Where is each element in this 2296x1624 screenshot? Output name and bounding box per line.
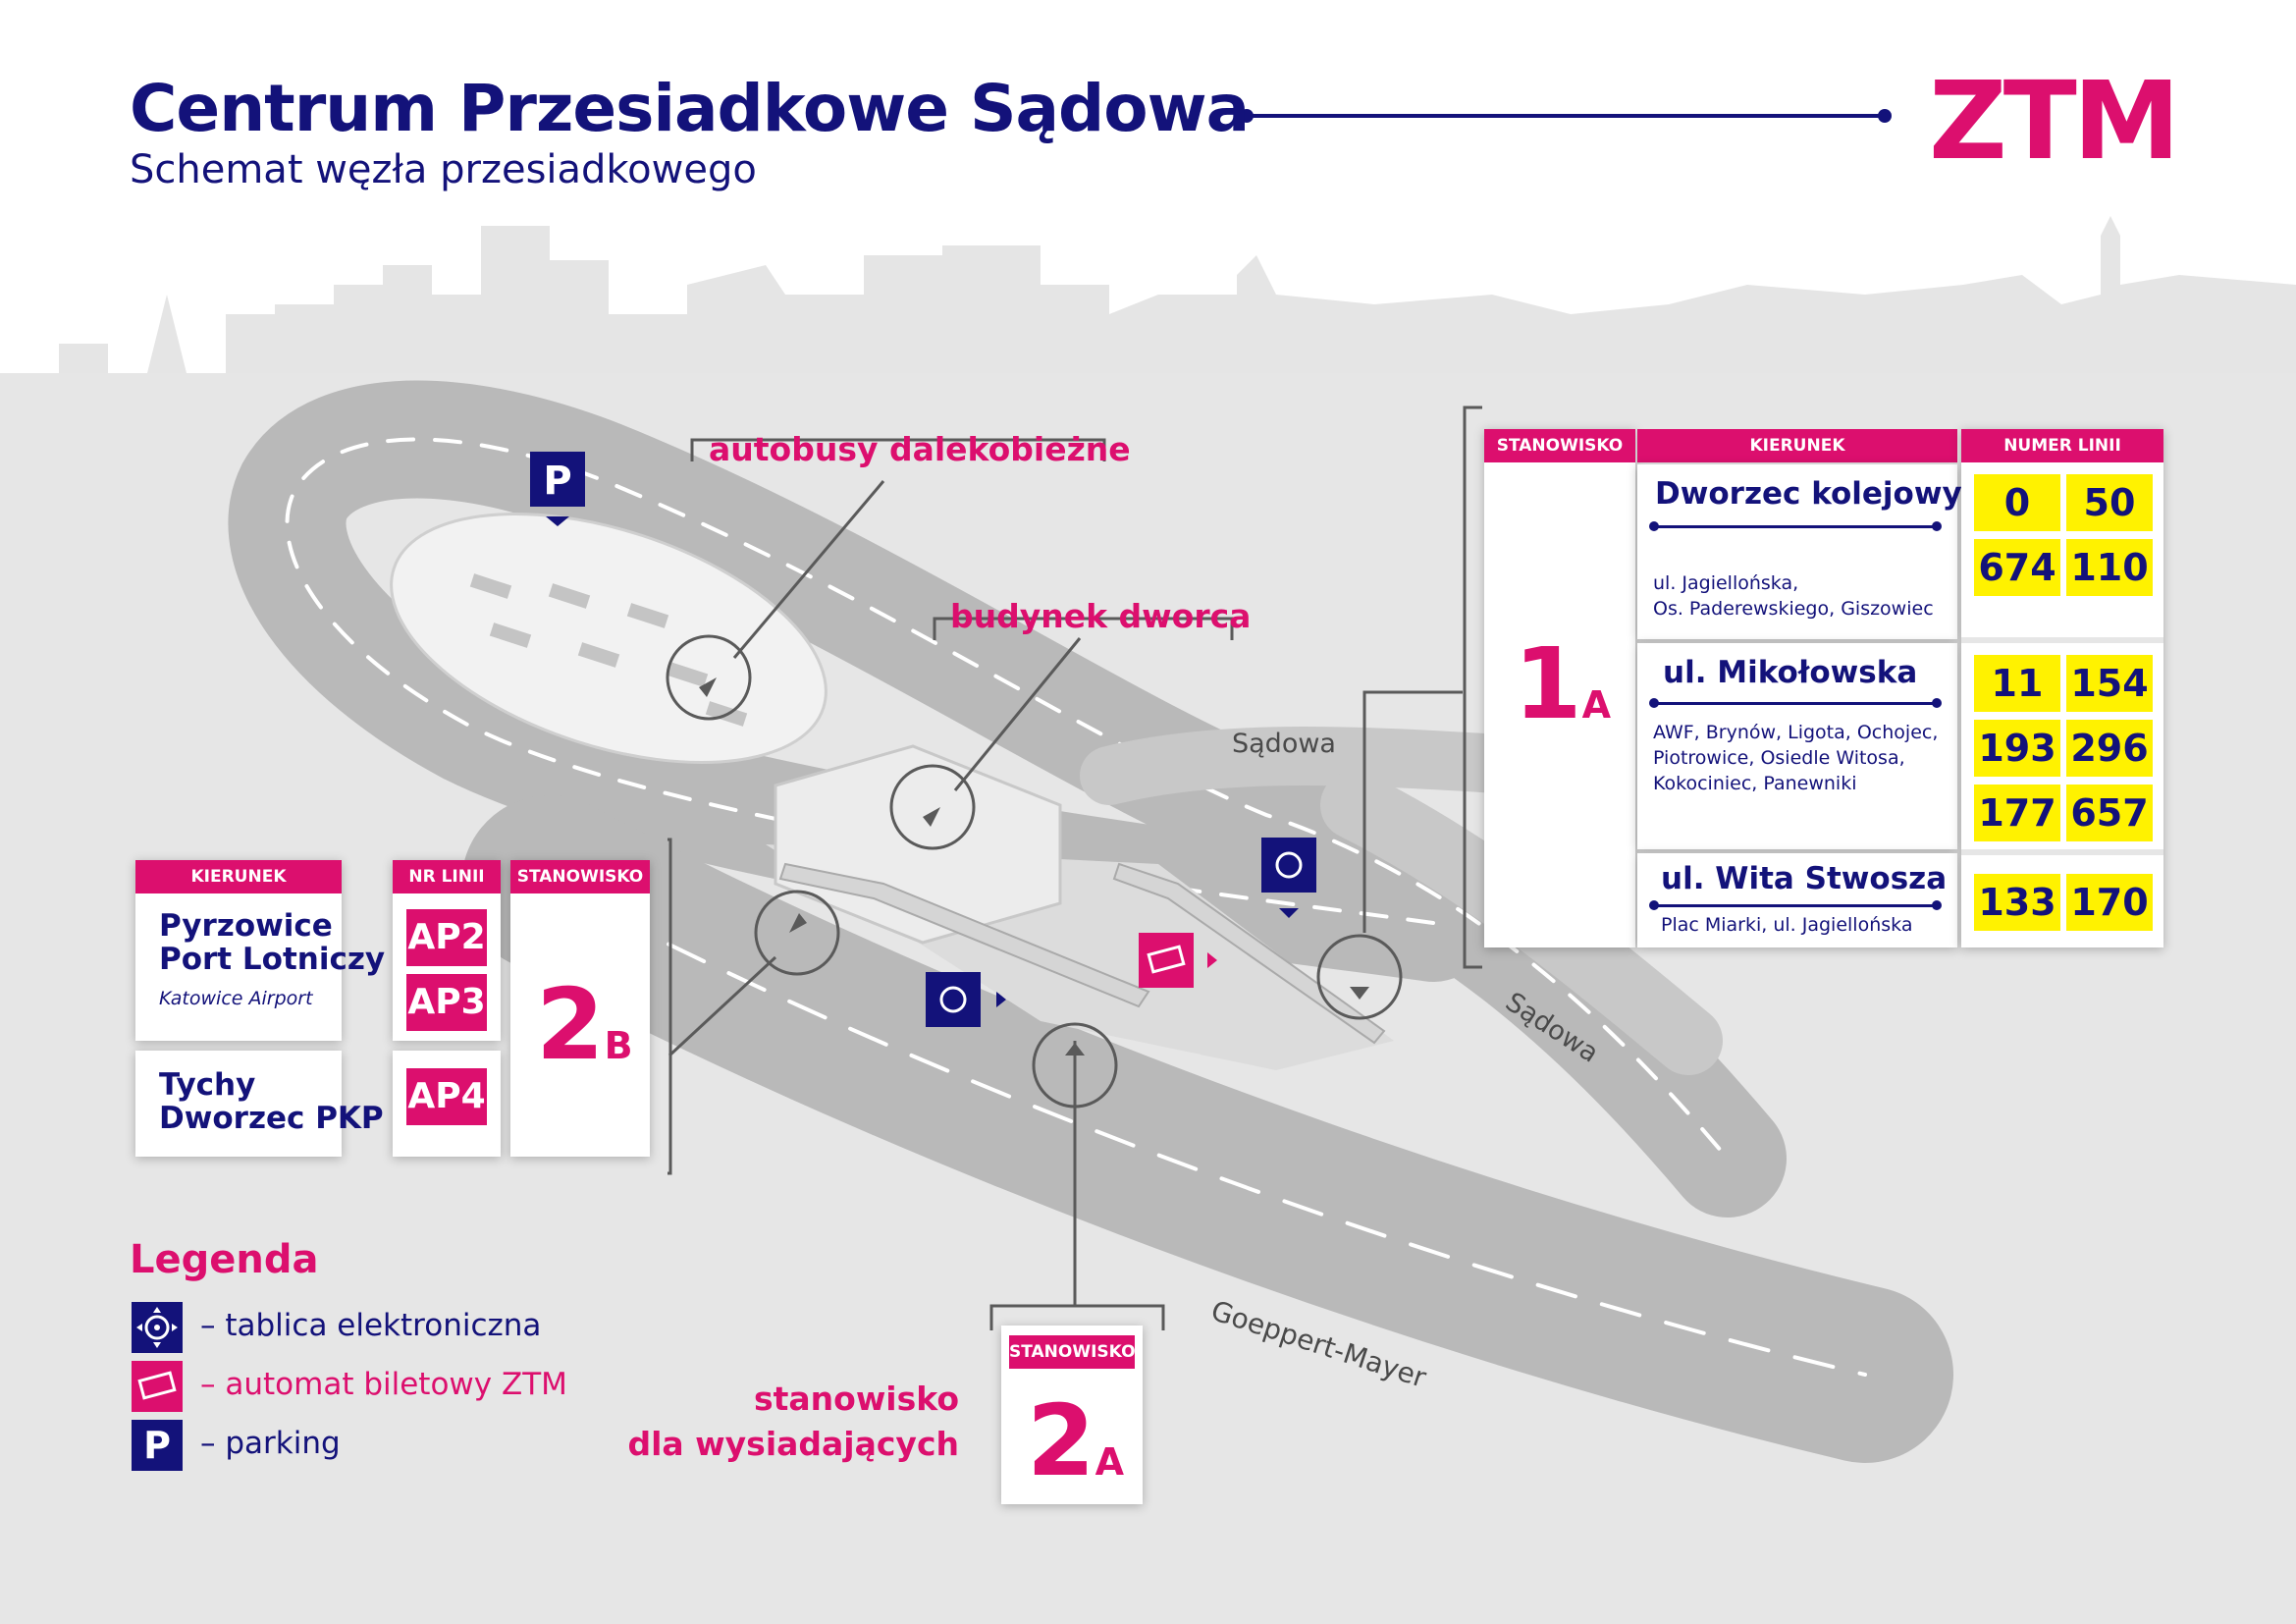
stop-2a-panel: STANOWISKO 2A [1001,1326,1143,1504]
destination-name: Dworzec kolejowy [1655,476,1962,512]
legend-title: Legenda [130,1237,319,1282]
line-badge: 170 [2066,874,2153,931]
via-line: Os. Paderewskiego, Giszowiec [1653,598,1934,620]
header-stanowisko: STANOWISKO [510,860,650,893]
stop-2b-lines-column: NR LINII AP2 AP3 AP4 [393,860,501,1157]
destination-note: Katowice Airport [159,988,313,1009]
legend-label: – automat biletowy ZTM [200,1367,567,1402]
row-tychy: Tychy Dworzec PKP [135,1051,384,1157]
platform-2a-label: 2A [1027,1392,1124,1490]
ticket-machine-map-icon [1139,933,1217,988]
stop-1a-direction-column: KIERUNEK Dworzec kolejowy ul. Jagiellońs… [1637,429,1962,947]
via-line: Plac Miarki, ul. Jagiellońska [1661,914,1913,936]
legend-label: – tablica elektroniczna [200,1308,542,1343]
label-station-building: budynek dworca [950,597,1252,635]
line-badge: 674 [1974,539,2060,596]
header-numer-linii: NUMER LINII [1961,429,2163,462]
page-subtitle: Schemat węzła przesiadkowego [130,147,757,192]
destination-line: Pyrzowice [159,908,333,944]
terminal-roof [390,513,828,764]
via-line: AWF, Brynów, Ligota, Ochojec, [1653,722,1939,743]
stop-2b-platform-column: STANOWISKO 2B [510,860,650,1157]
destination-name: Tychy Dworzec PKP [159,1068,384,1135]
electronic-board-icon [132,1302,183,1353]
row-separator [1961,849,2163,855]
destination-name: ul. Wita Stwosza [1661,861,1948,896]
road-sadowa [1080,727,1561,805]
line-badge: 296 [2066,720,2153,777]
legend-label: – parking [200,1426,341,1461]
line-badge: 11 [1974,655,2060,712]
line-badge: 133 [1974,874,2060,931]
line-badge: 193 [1974,720,2060,777]
line-badge: 110 [2066,539,2153,596]
row-separator [1961,637,2163,643]
header-nr-linii: NR LINII [393,860,501,893]
header-stanowisko: STANOWISKO [1009,1335,1135,1369]
destination-name: ul. Mikołowska [1663,655,1918,690]
line-badge: AP3 [406,974,487,1031]
divider [1649,698,1942,708]
stop-1a-lines-column: NUMER LINII 0 50 674 110 11 154 193 296 … [1961,429,2163,947]
line-badge: 0 [1974,474,2060,531]
label-long-distance-buses: autobusy dalekobieżne [709,430,1131,468]
via-line: Kokociniec, Panewniki [1653,773,1857,794]
header-kierunek: KIERUNEK [135,860,342,893]
alight-line-1: stanowisko [753,1380,959,1418]
road-goeppert-mayer [461,795,1953,1463]
page-title: Centrum Przesiadkowe Sądowa [130,71,1250,146]
destination-name: Pyrzowice Port Lotniczy [159,909,385,976]
line-badge: AP4 [406,1068,487,1125]
ztm-logo: ZTM [1929,58,2180,184]
via-line: Piotrowice, Osiedle Witosa, [1653,747,1905,769]
via-line: ul. Jagiellońska, [1653,572,1799,594]
ticket-machine-icon [132,1361,183,1412]
line-badge: 177 [1974,785,2060,841]
platform-letter: A [1581,683,1612,727]
stop-1a-platform-column: STANOWISKO 1A [1484,429,1635,947]
via-list: AWF, Brynów, Ligota, Ochojec, Piotrowice… [1653,720,1938,796]
platform-2b-label: 2B [536,976,633,1074]
header-kierunek: KIERUNEK [1637,429,1957,462]
parking-icon: P [132,1420,183,1471]
divider [1649,900,1942,910]
platform-number: 2 [536,967,605,1082]
lines-tychy: AP4 [393,1051,501,1157]
line-badge: 50 [2066,474,2153,531]
platform-number: 1 [1514,626,1582,741]
row-ul-wita-stwosza: ul. Wita Stwosza Plac Miarki, ul. Jagiel… [1637,853,1957,947]
svg-text:P: P [543,459,571,504]
platform-letter: B [604,1024,633,1067]
row-dworzec-kolejowy: Dworzec kolejowy ul. Jagiellońska, Os. P… [1637,464,1962,639]
via-list: ul. Jagiellońska, Os. Paderewskiego, Gis… [1653,570,1934,622]
platform-1a-label: 1A [1514,635,1611,733]
street-label-sadowa: Sądowa [1232,729,1336,759]
label-alighting-stop: stanowisko dla wysiadających [627,1377,959,1467]
line-badge: 154 [2066,655,2153,712]
lines-pyrzowice: NR LINII AP2 AP3 [393,860,501,1041]
electronic-board-map-icon [926,972,1006,1027]
platform-letter: A [1095,1440,1125,1484]
alight-line-2: dla wysiadających [627,1425,959,1463]
line-badge: AP2 [406,909,487,966]
stop-2b-direction-column: KIERUNEK Pyrzowice Port Lotniczy Katowic… [135,860,385,1157]
parking-map-icon: P [530,452,585,526]
row-pyrzowice: KIERUNEK Pyrzowice Port Lotniczy Katowic… [135,860,385,1041]
divider [1649,521,1942,531]
row-ul-mikolowska: ul. Mikołowska AWF, Brynów, Ligota, Ocho… [1637,643,1957,849]
line-badge: 657 [2066,785,2153,841]
header-stanowisko: STANOWISKO [1484,429,1635,462]
destination-line: Port Lotniczy [159,942,386,977]
platform-number: 2 [1027,1383,1095,1498]
destination-line: Tychy [159,1067,256,1103]
destination-line: Dworzec PKP [159,1101,384,1136]
electronic-board-map-icon-2 [1261,838,1316,918]
